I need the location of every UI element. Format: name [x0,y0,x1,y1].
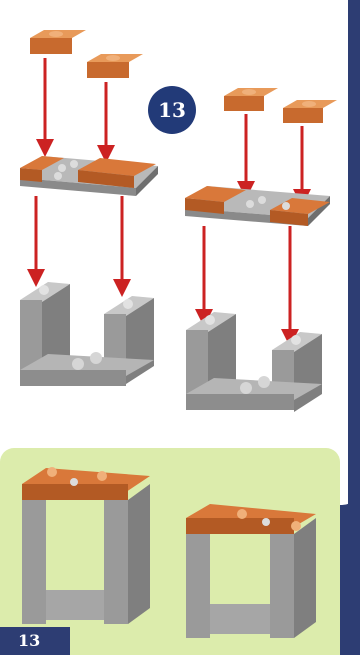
finished-frame-left [22,467,150,624]
plate-right [185,186,330,226]
gray-frame-icon [20,282,154,386]
orange-brick-icon [224,88,278,111]
orange-brick-icon [30,30,86,54]
orange-brick-icon [283,100,337,123]
page-number-tab: 13 [0,627,70,655]
right-border-strip [348,0,360,655]
instruction-area [0,0,360,505]
red-arrow-icon [27,196,299,347]
finished-frame-right [186,504,316,638]
orange-brick-icon [87,54,143,78]
plate-left [20,156,158,196]
red-arrow-icon [36,58,311,207]
step-number-badge: 13 [148,86,196,134]
gray-frame-icon [186,312,322,412]
